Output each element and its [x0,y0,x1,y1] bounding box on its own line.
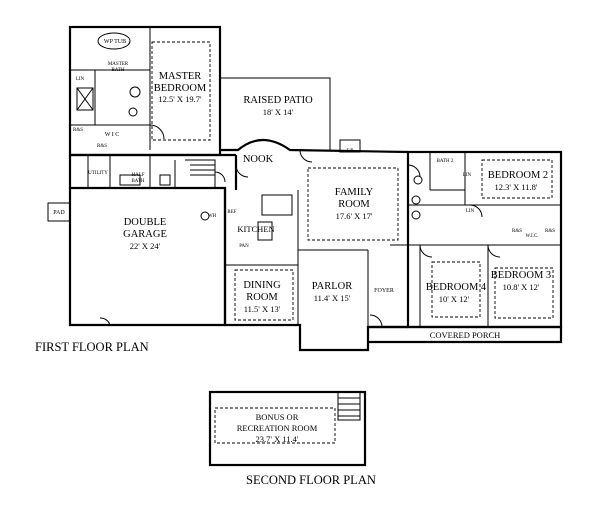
utility-label: UTILITY [88,171,108,176]
first-floor-plan-title: FIRST FLOOR PLAN [35,340,149,354]
half-bath-label-2: BATH [131,179,144,184]
master-bath-label-2: BATH [111,68,124,73]
double-garage-name-1: DOUBLE [124,217,167,228]
foyer-label: FOYER [374,288,394,294]
parlor-name: PARLOR [312,281,352,292]
small-labels: WP TUB MASTER BATH LIN W I C R&S R&S NOO… [53,39,555,340]
kitchen-sink-icon [200,211,210,221]
wp-tub-icon [97,32,131,50]
wp-tub-label: WP TUB [104,39,126,45]
room-labels: MASTER BEDROOM 12.5' X 19.7' RAISED PATI… [123,71,551,444]
bedroom-3-name: BEDROOM 3 [491,270,551,281]
fixtures [47,32,423,421]
raised-patio-dims: 18' X 14' [263,107,294,117]
dining-room-name-2: ROOM [246,292,278,303]
kitchen-label: KITCHEN [237,224,274,234]
master-bedroom-name-2: BEDROOM [154,83,207,94]
whs-label: WH [208,214,217,219]
ref-label: REF [227,210,236,215]
hall-lin-label: LIN [466,209,475,214]
bedroom-4-name: BEDROOM 4 [426,282,487,293]
second-floor-plan-title: SECOND FLOOR PLAN [246,473,376,487]
master-rs-label-2: R&S [97,144,107,149]
bonus-room-name-2: RECREATION ROOM [237,423,318,433]
raised-patio-name: RAISED PATIO [243,95,313,106]
half-bath-label-1: HALF [131,173,144,178]
sink-icon [128,107,138,117]
double-garage-name-2: GARAGE [123,229,167,240]
family-room-name-1: FAMILY [335,187,374,198]
pan-label: PAN [239,244,249,249]
parlor-dims: 11.4' X 15' [314,293,351,303]
second-floor-outline [208,390,367,467]
master-bath-label-1: MASTER [108,62,129,67]
fireplace-icon [339,139,361,153]
br3-rs-label-2: R&S [545,229,555,234]
dining-room-name-1: DINING [243,280,281,291]
double-garage-dims: 22' X 24' [130,241,161,251]
bonus-room-dims: 23.7' X 11.4' [256,434,299,444]
covered-porch-label: COVERED PORCH [430,330,501,340]
bath2-label: BATH 2 [437,159,454,164]
nook-label: NOOK [243,154,274,165]
bath2-toilet-icon [413,175,423,185]
master-rs-label-1: R&S [73,128,83,133]
master-bedroom-name-1: MASTER [159,71,202,82]
first-floor-walls [68,25,563,352]
first-floor-interior-walls [70,27,561,327]
ceiling-dash-outlines [151,41,554,444]
bedroom-2-name: BEDROOM 2 [488,170,548,181]
toilet-icon [129,86,141,98]
bonus-room-name-1: BONUS OR [256,412,299,422]
bedroom-2-dims: 12.3' X 11.8' [495,182,538,192]
door-swings [99,124,501,328]
br3-wic-label: W.I.C. [525,234,538,239]
bath-lin-label: LIN [463,173,472,178]
bedroom-4-dims: 10' X 12' [439,294,470,304]
master-wic-label: W I C [105,132,120,138]
master-lin-label: LIN [76,77,85,82]
pad-label: PAD [53,210,65,216]
bedroom-3-dims: 10.8' X 12' [503,282,540,292]
family-room-dims: 17.6' X 17' [336,211,373,221]
fp-label: F/P [347,149,354,154]
master-bedroom-dims: 12.5' X 19.7' [158,94,202,104]
br3-rs-label-1: R&S [512,229,522,234]
family-room-name-2: ROOM [338,199,370,210]
pad-icon [47,202,71,222]
dining-room-dims: 11.5' X 13' [244,304,281,314]
